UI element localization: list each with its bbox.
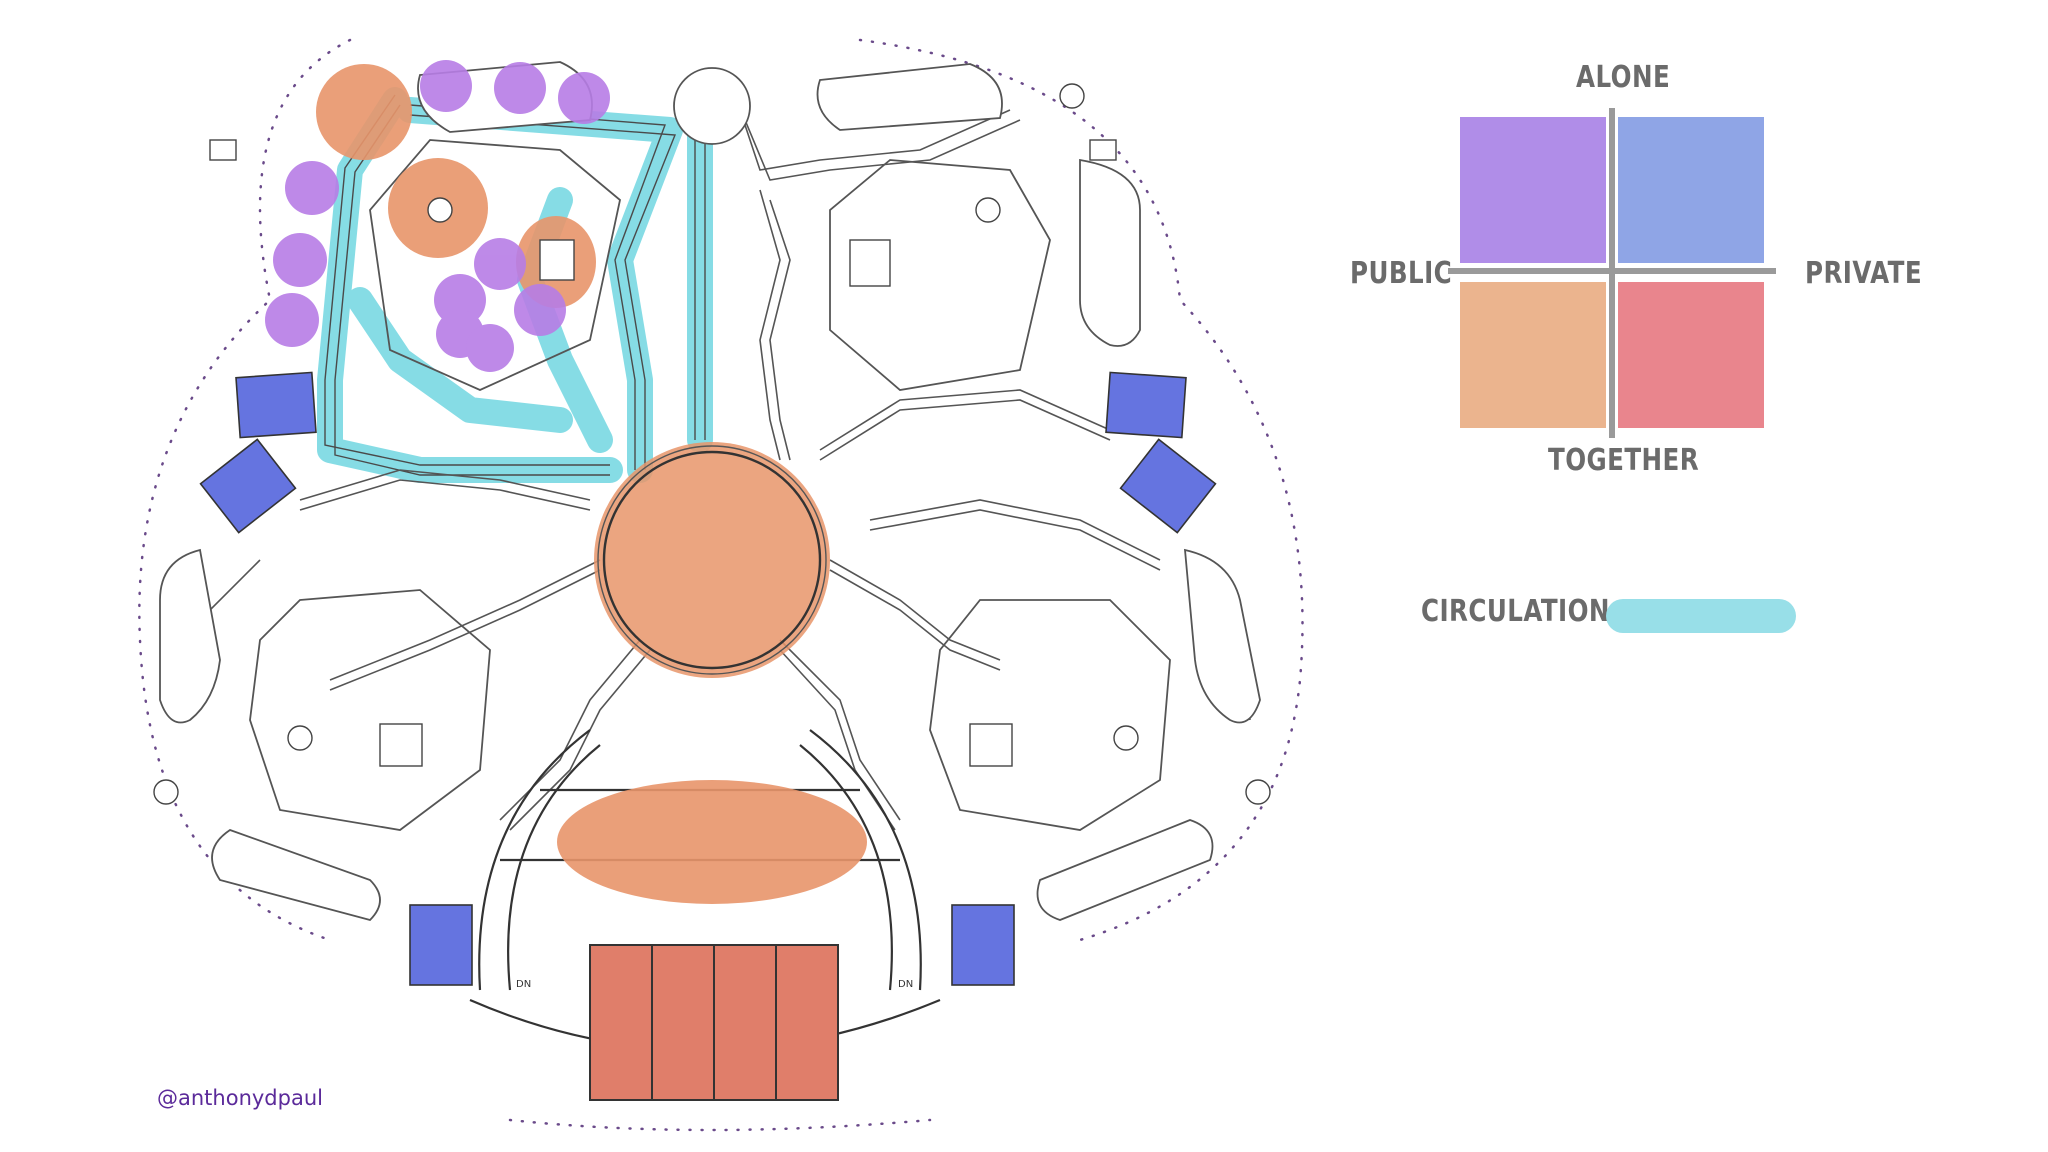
furniture: [153, 83, 1271, 805]
label-together: TOGETHER: [1548, 443, 1700, 478]
quadrant-private-alone: [1618, 117, 1764, 263]
central-hub: [594, 442, 830, 678]
quadrant-public-alone: [1460, 117, 1606, 263]
circulation-swatch: [1606, 599, 1796, 633]
quadrant-private-together: [1618, 282, 1764, 428]
label-public: PUBLIC: [1350, 256, 1453, 291]
label-alone: ALONE: [1576, 60, 1671, 95]
credit-handle: @anthonydpaul: [157, 1086, 323, 1110]
stair-label-right: DN: [898, 979, 913, 990]
room-outlines: [249, 139, 1171, 831]
purple-zones: [265, 60, 610, 372]
label-private: PRIVATE: [1805, 256, 1923, 291]
quadrant-public-together: [1460, 282, 1606, 428]
dotted-boundary: [138, 38, 1304, 1132]
top-circle: [673, 67, 751, 145]
stair-label-left: DN: [516, 979, 531, 990]
entry-block: [589, 944, 839, 1101]
stage-zone: [557, 780, 867, 904]
blue-pods: [199, 371, 1217, 986]
label-circulation: CIRCULATION: [1421, 594, 1610, 629]
legend-axis-horizontal: [1448, 268, 1776, 274]
